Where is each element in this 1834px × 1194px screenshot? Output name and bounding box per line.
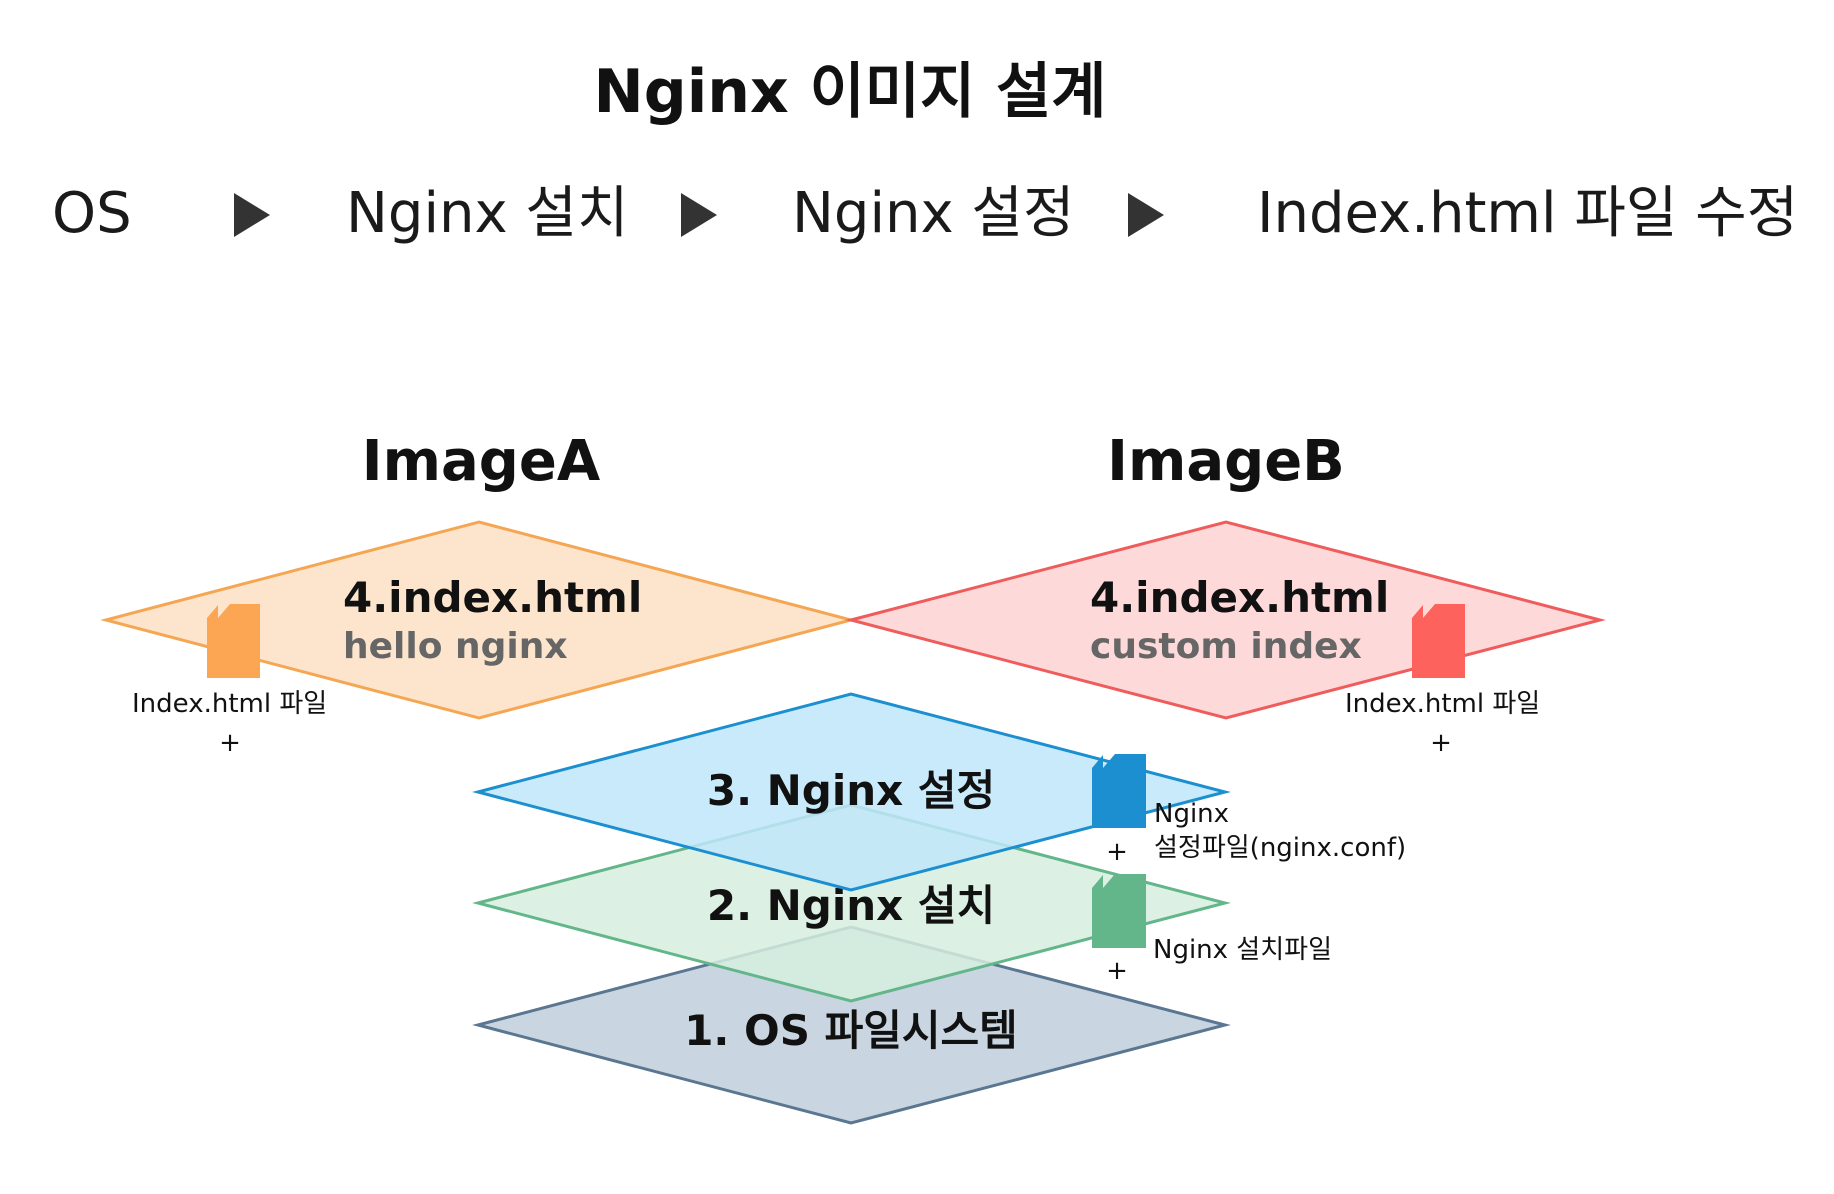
image-b-label: ImageB bbox=[1107, 429, 1345, 494]
layer-index-a: 4.index.html hello nginx Index.html 파일 + bbox=[100, 520, 857, 758]
flow-arrow-icon bbox=[1128, 193, 1164, 237]
layer-index-a-title: 4.index.html bbox=[343, 573, 642, 622]
flow-step-config: Nginx 설정 bbox=[792, 181, 1074, 246]
index-a-plus: + bbox=[219, 728, 241, 758]
layer-index-b-subtitle: custom index bbox=[1090, 626, 1362, 667]
image-a-label: ImageA bbox=[362, 429, 601, 494]
layer-index-b-title: 4.index.html bbox=[1090, 573, 1389, 622]
layer-config-title: 3. Nginx 설정 bbox=[707, 766, 995, 815]
layer-index-b: 4.index.html custom index Index.html 파일 … bbox=[845, 520, 1606, 758]
layer-os-title: 1. OS 파일시스템 bbox=[684, 1006, 1018, 1055]
flow-arrow-icon bbox=[234, 193, 270, 237]
layer-config-shape bbox=[472, 692, 1231, 892]
install-file-label: Nginx 설치파일 bbox=[1153, 935, 1332, 965]
flow-step-install: Nginx 설치 bbox=[346, 181, 628, 246]
index-a-file-label: Index.html 파일 bbox=[132, 689, 327, 719]
config-file-label-line1: Nginx bbox=[1154, 799, 1229, 829]
config-file-label-line2: 설정파일(nginx.conf) bbox=[1154, 833, 1406, 863]
process-flow: OS Nginx 설치 Nginx 설정 Index.html 파일 수정 bbox=[52, 181, 1798, 246]
config-plus: + bbox=[1106, 837, 1128, 867]
layer-index-a-subtitle: hello nginx bbox=[343, 626, 568, 667]
layer-nginx-install: 2. Nginx 설치 + Nginx 설치파일 bbox=[472, 803, 1332, 1003]
diagram-title: Nginx 이미지 설계 bbox=[594, 57, 1107, 127]
config-file-icon bbox=[1092, 754, 1146, 828]
index-b-file-label: Index.html 파일 bbox=[1345, 689, 1540, 719]
flow-arrow-icon bbox=[681, 193, 717, 237]
layer-nginx-config: 3. Nginx 설정 + Nginx 설정파일(nginx.conf) bbox=[472, 692, 1406, 892]
flow-step-os: OS bbox=[52, 181, 132, 246]
index-b-plus: + bbox=[1430, 728, 1452, 758]
install-plus: + bbox=[1106, 956, 1128, 986]
install-file-icon bbox=[1092, 874, 1146, 948]
index-a-file-icon bbox=[207, 604, 260, 678]
flow-step-index: Index.html 파일 수정 bbox=[1257, 181, 1798, 246]
index-b-file-icon bbox=[1412, 604, 1465, 678]
